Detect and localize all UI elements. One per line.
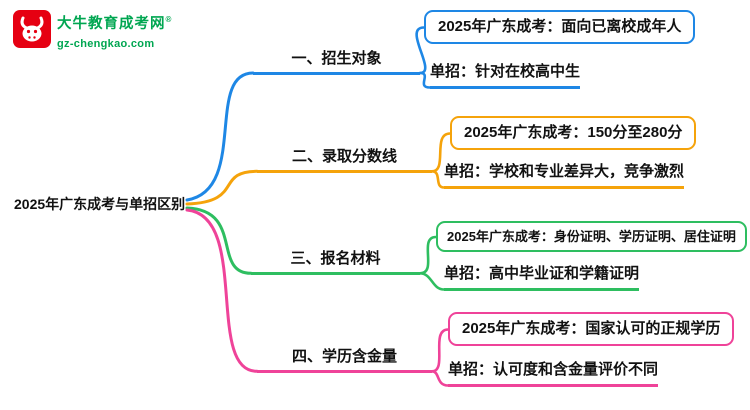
branch-topic-4: 四、学历含金量 (257, 347, 432, 373)
leaf-node-danzhao-3: 单招：高中毕业证和学籍证明 (444, 264, 640, 291)
root-topic: 2025年广东成考与单招区别 (14, 196, 186, 212)
logo-site-url: gz-chengkao.com (57, 37, 155, 50)
leaf-node-chengkao-2: 2025年广东成考：150分至280分 (450, 116, 697, 150)
leaf-node-chengkao-3: 2025年广东成考：身份证明、学历证明、居住证明 (436, 221, 747, 252)
branch-topic-1: 一、招生对象 (253, 49, 420, 75)
leaf-node-chengkao-4: 2025年广东成考：国家认可的正规学历 (448, 312, 735, 346)
leaf-node-danzhao-1: 单招：针对在校高中生 (430, 62, 581, 89)
leaf-node-chengkao-1: 2025年广东成考：面向已离校成年人 (424, 10, 696, 44)
logo-brand-name: 大牛教育成考网 (57, 15, 166, 32)
site-logo: 大牛教育成考网® gz-chengkao.com (13, 10, 172, 51)
branch-topic-3: 三、报名材料 (251, 249, 420, 275)
logo-text-block: 大牛教育成考网® gz-chengkao.com (57, 10, 172, 51)
bull-logo-icon (13, 10, 51, 48)
leaf-node-danzhao-4: 单招：认可度和含金量评价不同 (448, 360, 659, 387)
logo-trademark: ® (165, 15, 173, 24)
logo-brand-text: 大牛教育成考网® (57, 10, 172, 34)
leaf-node-danzhao-2: 单招：学校和专业差异大，竞争激烈 (444, 162, 685, 189)
branch-topic-2: 二、录取分数线 (257, 147, 432, 173)
